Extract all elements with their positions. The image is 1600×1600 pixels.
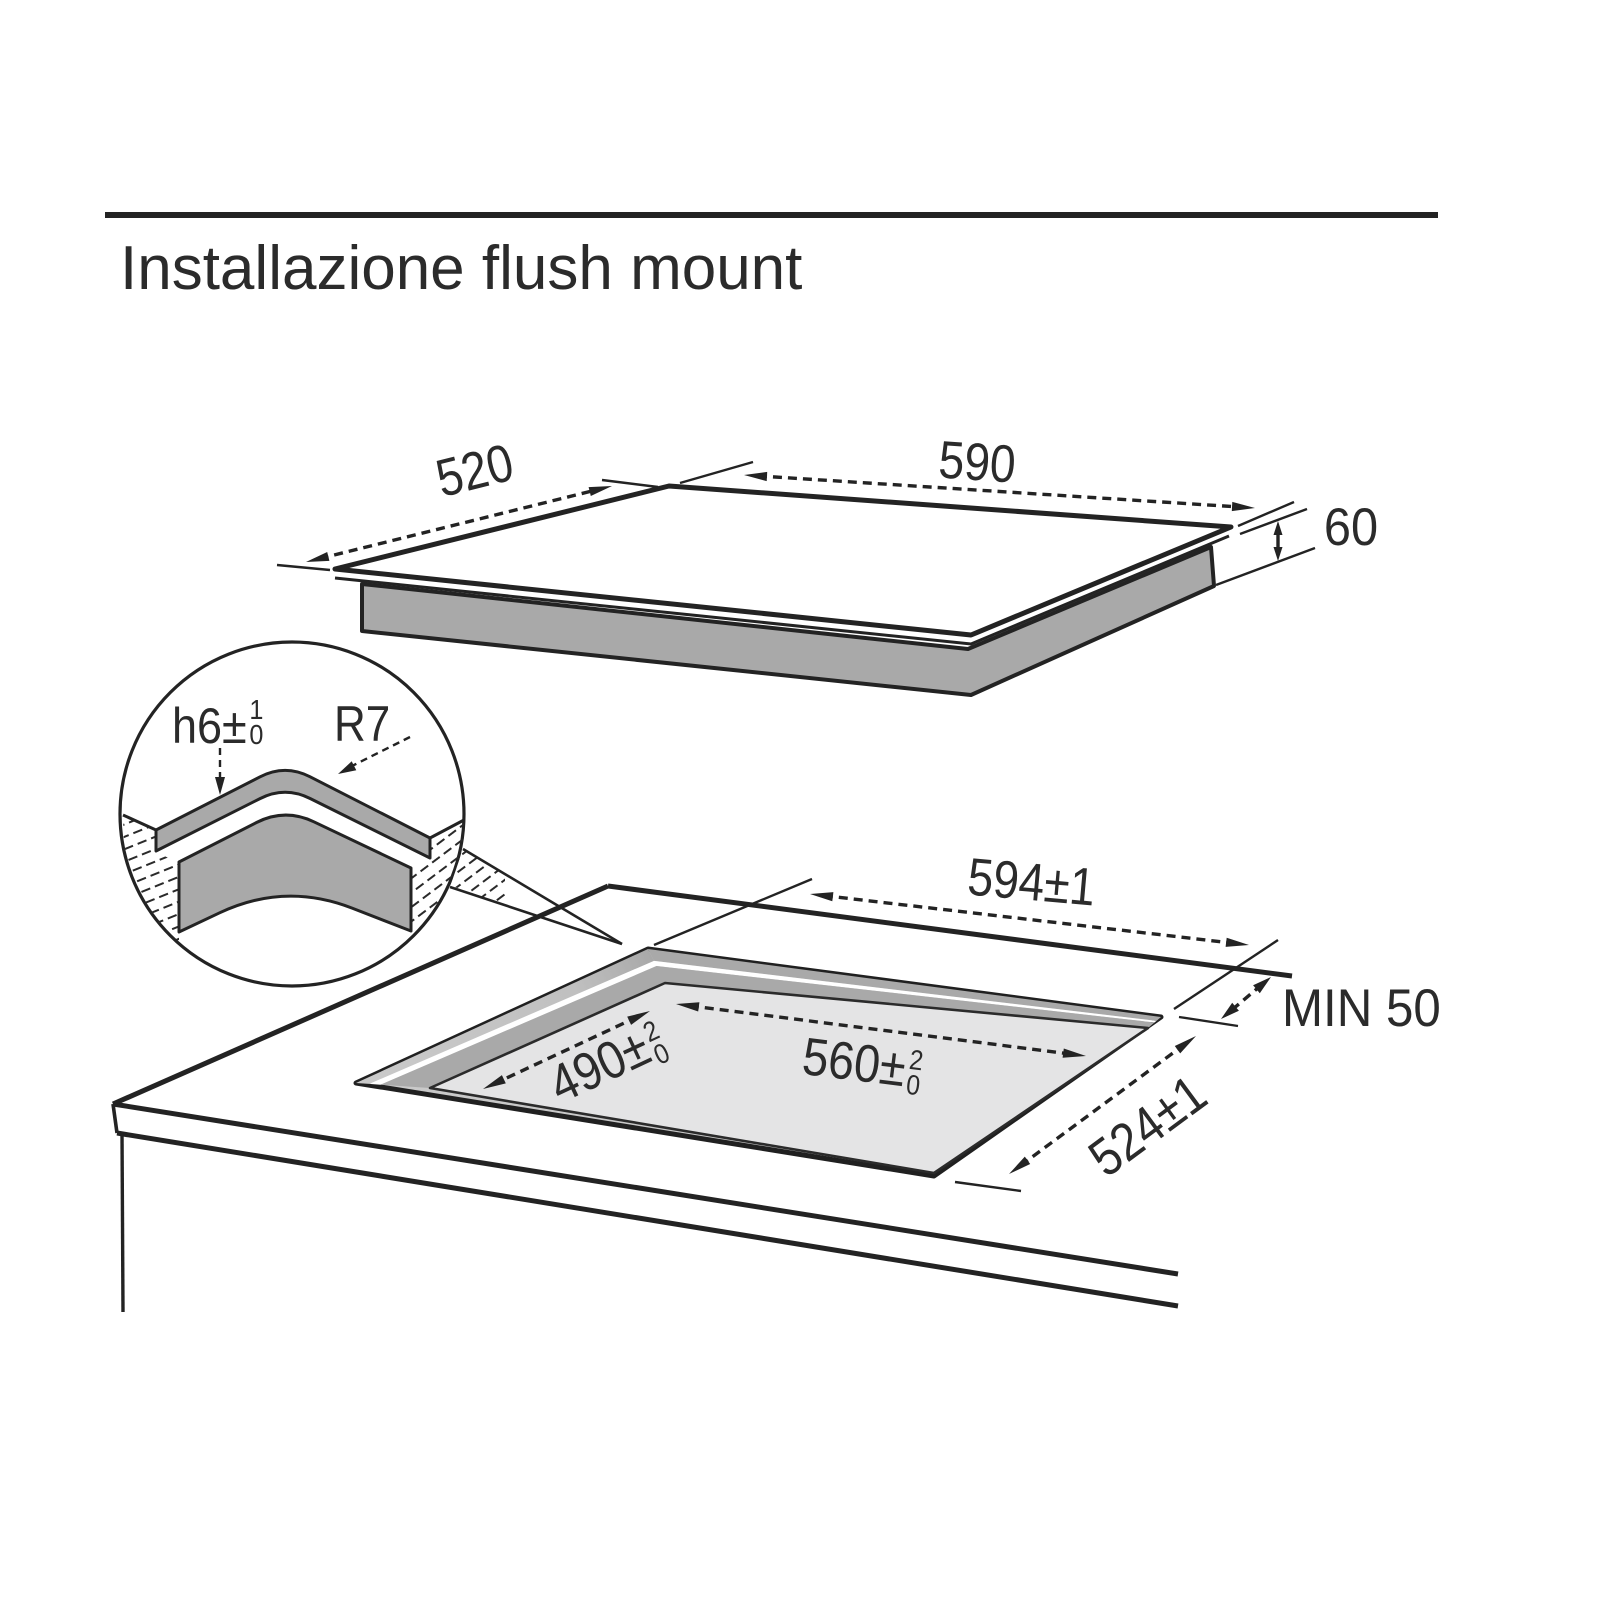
svg-text:594±1: 594±1 [965, 847, 1098, 918]
svg-text:0: 0 [249, 719, 263, 751]
svg-text:0: 0 [905, 1068, 922, 1101]
svg-text:60: 60 [1324, 497, 1378, 556]
svg-text:Installazione flush mount: Installazione flush mount [120, 234, 802, 303]
svg-text:MIN 50: MIN 50 [1282, 978, 1441, 1037]
svg-text:1: 1 [249, 694, 263, 726]
svg-text:560±: 560± [799, 1026, 909, 1098]
svg-text:R7: R7 [334, 695, 390, 751]
svg-text:h6±: h6± [172, 699, 247, 755]
svg-text:590: 590 [937, 429, 1018, 494]
svg-text:2: 2 [908, 1043, 925, 1076]
